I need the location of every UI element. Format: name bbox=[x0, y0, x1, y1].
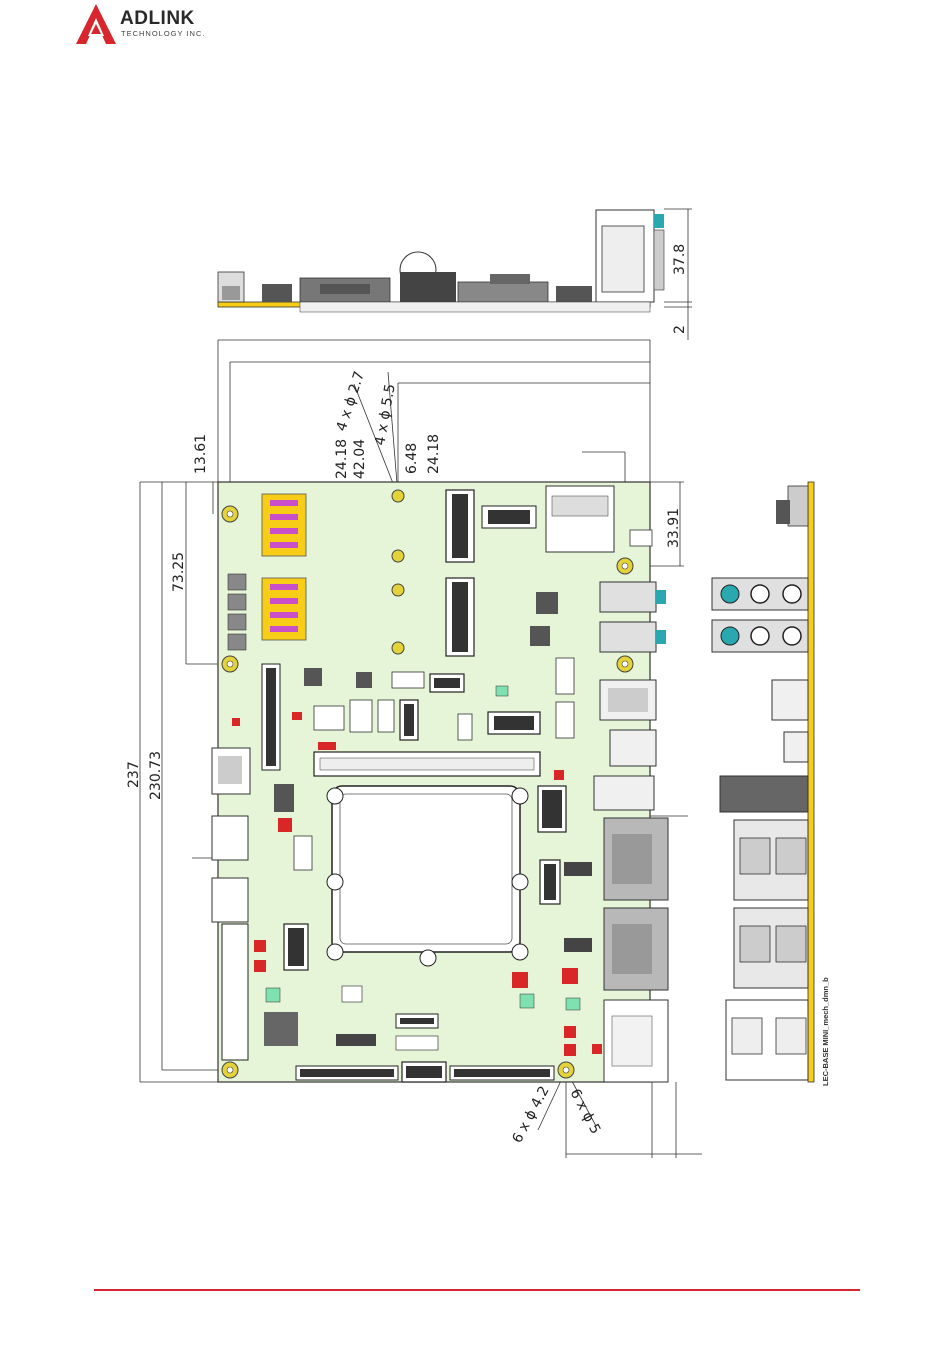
dim-37-8: 37.8 bbox=[672, 244, 688, 275]
usb-left-2 bbox=[212, 878, 248, 922]
dim-24-18-right: 24.18 bbox=[426, 434, 442, 474]
cpu-socket bbox=[327, 786, 528, 966]
footer-rule bbox=[94, 1289, 860, 1291]
chip-2 bbox=[530, 626, 550, 646]
dim-42-04: 42.04 bbox=[352, 439, 368, 479]
audio-jack-1 bbox=[600, 582, 656, 612]
dim-230-73: 230.73 bbox=[148, 751, 164, 800]
m2-slot-lower bbox=[446, 578, 474, 656]
dim-73-25: 73.25 bbox=[171, 552, 187, 592]
header-20pin bbox=[222, 924, 248, 1060]
sim-slot-upper bbox=[262, 494, 306, 556]
dim-hole-b: 4 x ϕ 5.5 bbox=[372, 383, 399, 447]
dim-237: 237 bbox=[126, 761, 142, 788]
dim-hole-a: 4 x ϕ 2.7 bbox=[334, 369, 368, 433]
usb-port bbox=[610, 730, 656, 766]
drawing-caption: LEC-BASE MINI_mech_dmn_b bbox=[821, 977, 830, 1086]
dim-hole-c: 6 x ϕ 4.2 bbox=[509, 1084, 552, 1146]
dim-2: 2 bbox=[672, 325, 688, 334]
dim-33-91: 33.91 bbox=[666, 508, 682, 548]
side-view-right bbox=[712, 482, 814, 1082]
dim-hole-d: 6 x ϕ 5 bbox=[566, 1086, 603, 1137]
side-view-top bbox=[218, 209, 692, 340]
usb-left-1 bbox=[212, 816, 248, 860]
dim-24-18-left: 24.18 bbox=[334, 439, 350, 479]
dim-6-48: 6.48 bbox=[404, 443, 420, 474]
dim-13-61: 13.61 bbox=[193, 434, 209, 474]
chip-1 bbox=[536, 592, 558, 614]
pcb-top-view bbox=[212, 482, 668, 1082]
sim-slot-lower bbox=[262, 578, 306, 640]
m2-slot-upper bbox=[446, 490, 474, 562]
audio-jack-2 bbox=[600, 622, 656, 652]
